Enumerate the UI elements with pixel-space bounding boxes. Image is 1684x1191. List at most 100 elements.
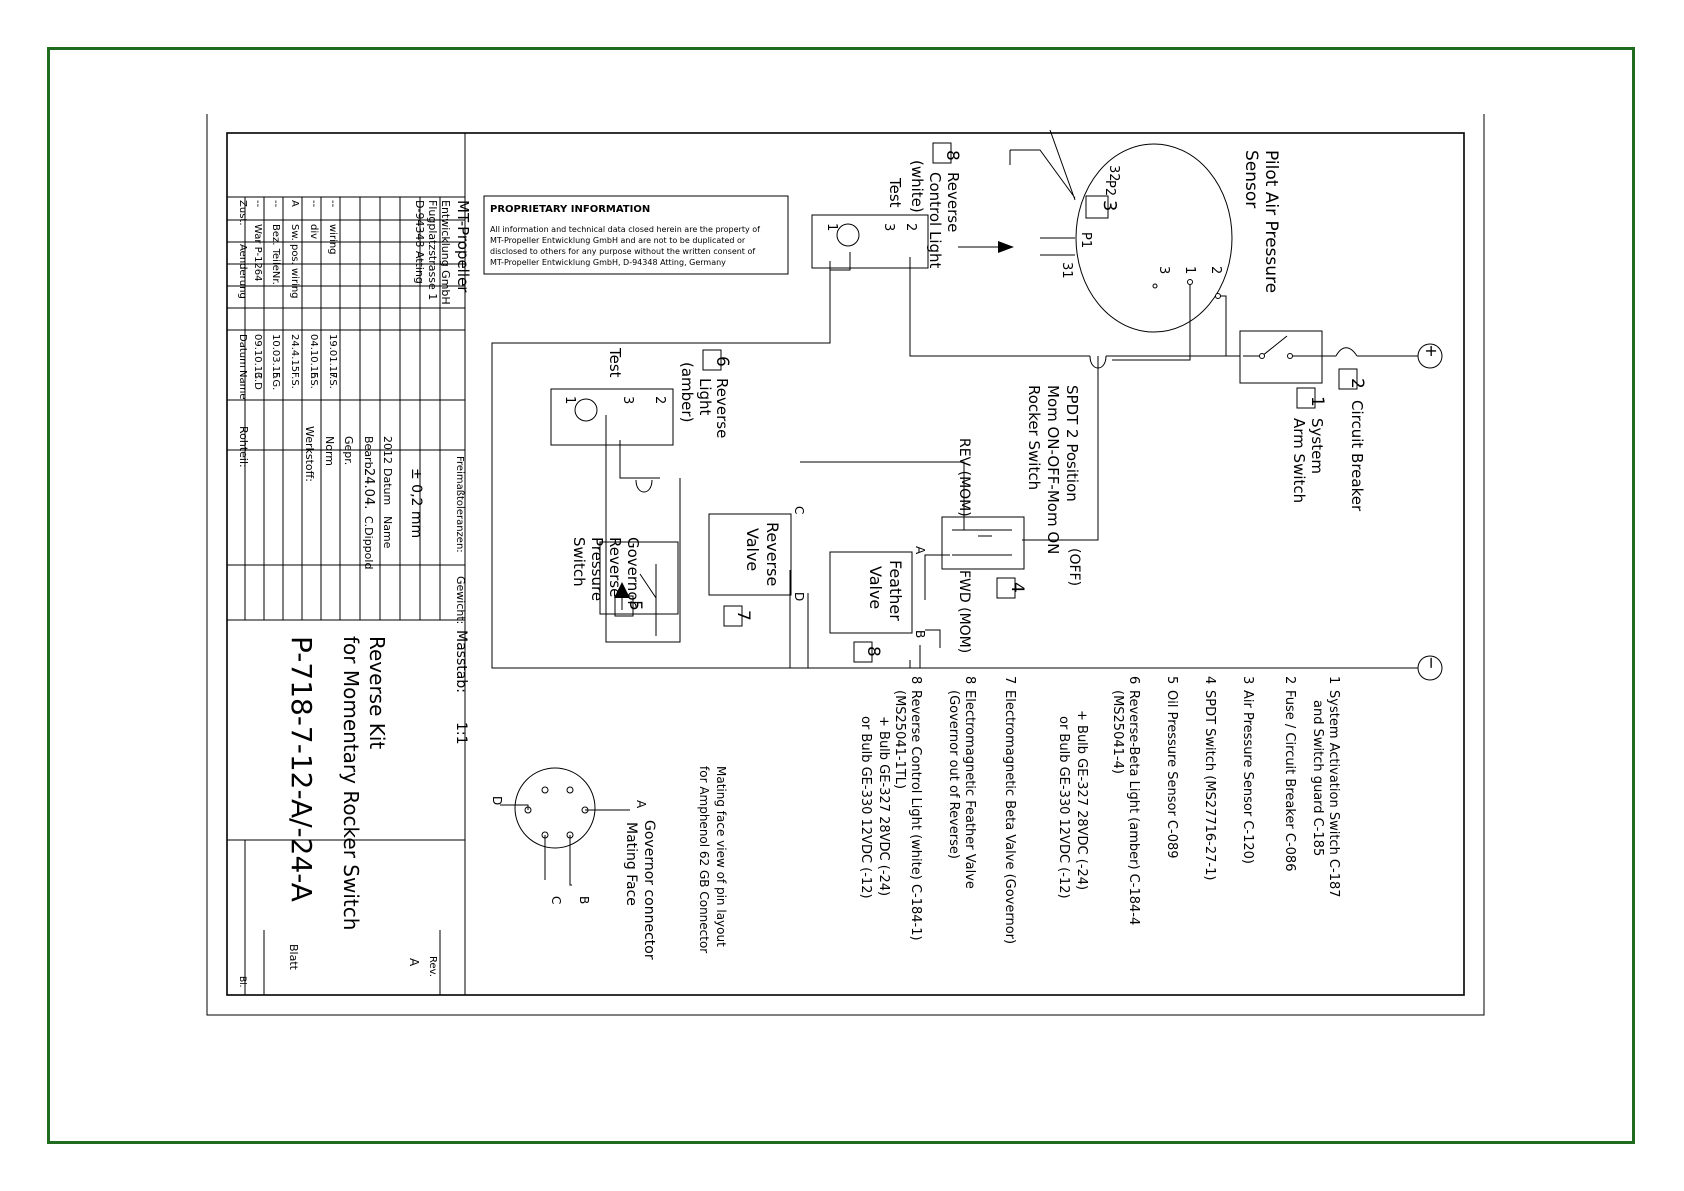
c8-pin-c: 1 [824,223,839,231]
c8b-pin-a: A [913,546,927,555]
number-boxes [614,142,1358,663]
reverse-valve-box [708,513,792,596]
connector-note-1: Mating face view of pin layout [714,766,728,947]
rev-row-4-zust: -- [270,200,281,208]
connector-title: Governor connector [641,820,657,960]
part-8-no: 8 [962,676,977,684]
rev-row-2-zust: -- [308,200,319,208]
governor-arrow-icon [614,582,630,598]
company-name: MT-Propeller [454,200,472,293]
part-1-line-1: System Activation Switch C-187 [1326,690,1341,898]
proprietary-box [483,195,789,275]
rev-row-5-zust: -- [252,200,263,208]
rev-row-3-text: Sw. pos. wiring [289,224,300,299]
c4-label-3: Rocker Switch [1025,385,1043,490]
part-8b-no: 8 [908,676,923,684]
c6-pin-c: 1 [562,396,577,404]
airflow-arrow-icon [998,241,1014,253]
part-6b-line-1: + Bulb GE-327 28VDC (-24) [1074,710,1089,890]
title-block-grid [226,133,466,995]
c7-pin-c: C [792,506,806,514]
rev-row-2-name: F.S. [308,372,319,389]
connector-pin-b: B [577,896,591,904]
drawing-title-2: for Momentary Rocker Switch [339,636,363,930]
part-8-line-1: Electromagnetic Feather Valve [962,690,977,889]
part-6-line-1: Reverse-Beta Light (amber) C-184-4 [1126,690,1141,925]
system-arm-switch-box [1239,330,1323,384]
part-3-line-1: Air Pressure Sensor C-120) [1240,690,1255,864]
c2-label: Circuit Breaker [1348,400,1366,512]
c8-label-3: (white) [908,160,926,213]
weight-label: Gewicht: [454,576,467,624]
control-light-bulb-icon [836,223,860,247]
part-8b-line-1: Reverse Control Light (white) C-184-1) [908,690,923,941]
c7-number: 7 [733,610,753,621]
revision-table: -- wiring 19.01.17 F.S. -- div 04.10.16 … [252,200,338,390]
c4-label-2: Mom ON-OFF-Mom ON [1044,385,1062,554]
part-4-line-1: SPDT Switch (MS27716-27-1) [1202,690,1217,880]
part-2-line-1: Fuse / Circuit Breaker C-086 [1282,690,1297,871]
c8-label-1: Reverse [944,172,962,232]
pilot-air-pressure-sensor [1075,143,1233,333]
c5-label-1: Governor [624,537,642,607]
c7-label-1: Reverse [763,522,782,586]
part-5-line-1: Oil Pressure Sensor C-089 [1164,690,1179,859]
connector-pin-d: D [490,796,504,805]
connector-note-2: for Amphenol 62 GB Connector [697,766,711,953]
rev-row-1-text: wiring [327,224,338,255]
proprietary-line-3: disclosed to others for any purpose with… [490,247,755,256]
governor-connector-face [514,767,596,849]
proprietary-line-4: MT-Propeller Entwicklung GmbH, D-94348 A… [490,258,726,267]
paper-outline [206,114,1485,1016]
rev-row-2-date: 04.10.16 [308,334,319,379]
rev-row-3-name: F.S. [289,372,300,389]
c6-pin-b: 3 [620,396,635,404]
norm-label: Norm [323,436,336,466]
c8-pin-b: 3 [881,223,896,231]
c1-label-2: Arm Switch [1290,418,1308,503]
fuse-symbol [1335,347,1358,357]
c8-test: Test [886,177,904,208]
part-7-line-1: Electromagnetic Beta Valve (Governor) [1002,690,1017,944]
c8-number: 8 [942,150,962,161]
c6-label-1: Reverse [713,378,731,438]
reverse-light-box [550,388,674,446]
part-8c-line-2: or Bulb GE-330 12VDC (-12) [858,716,873,899]
part-6b-line-2: or Bulb GE-330 12VDC (-12) [1056,716,1071,899]
c3-number: 3 [1099,200,1120,211]
c8-label-2: Control Light [926,172,944,269]
c7-pin-d: D [792,592,806,601]
rev-row-5-date: 09.10.13 [252,334,263,379]
c5-label-2: Reverse [606,537,624,597]
company-line-3: D-94348 Atting [413,200,426,284]
datum-label: Datum [381,468,394,505]
scale-label: Masstab: [453,630,469,693]
datum-col-label: Datum [237,334,248,368]
c3-label-2: Sensor [1241,150,1261,208]
part-8-line-2: (Governor out of Reverse) [946,690,961,859]
rev-label: Rev. [427,956,438,977]
title-block: MT-Propeller Entwicklung GmbH Flugplatzs… [237,200,472,988]
tolerance-label: Freimaßtoleranzen: [454,456,465,553]
c6-pin-a: 2 [652,396,667,404]
c3-pin2: 2 [1208,266,1223,274]
company-line-2: Flugplatzstrasse 1 [426,200,439,300]
part-3-no: 3 [1240,676,1255,684]
proprietary-title: PROPRIETARY INFORMATION [490,204,650,215]
page-frame [47,47,1635,1144]
name-col-label: Name [237,370,248,400]
c4-fwd: FWD (MOM) [956,570,972,653]
part-1-no: 1 [1326,676,1341,684]
c5-number: 5 [625,600,645,611]
proprietary-line-1: All information and technical data close… [490,225,760,234]
aenderung-label: Aenderung [237,244,248,299]
zust-label: Zust. [237,200,248,226]
connector-pin-a: A [634,800,648,809]
proprietary-line-2: MT-Propeller Entwicklung GmbH and are no… [490,236,746,245]
c5-label-4: Switch [570,537,588,587]
governor-pressure-switch-box [599,541,679,615]
c5-label-3: Pressure [588,537,606,601]
bl-label: Bl. [237,976,247,988]
c4-number: 4 [1007,582,1027,593]
